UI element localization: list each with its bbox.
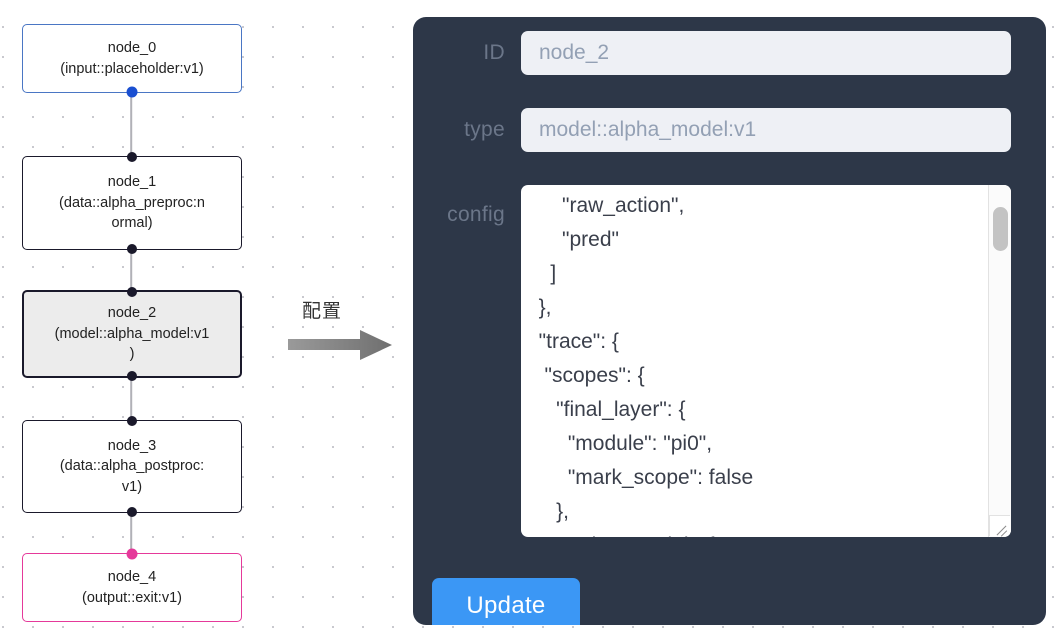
graph-node-label: node_3 (data::alpha_postproc: v1) bbox=[59, 437, 205, 495]
graph-node-node_0[interactable]: node_0 (input::placeholder:v1) bbox=[22, 24, 242, 98]
type-field-row: type model::alpha_model:v1 bbox=[413, 108, 1011, 152]
graph-node-node_1[interactable]: node_1 (data::alpha_preproc:n ormal) bbox=[22, 152, 242, 254]
graph-node-label: node_0 (input::placeholder:v1) bbox=[60, 39, 204, 77]
graph-node-label: node_2 (model::alpha_model:v1 ) bbox=[54, 305, 210, 363]
textarea-resize-handle-icon[interactable] bbox=[989, 515, 1010, 536]
node-config-panel: ID node_2 type model::alpha_model:v1 con… bbox=[413, 17, 1046, 625]
node-handle-target-icon[interactable] bbox=[127, 152, 137, 162]
graph-node-label: node_1 (data::alpha_preproc:n ormal) bbox=[59, 174, 205, 232]
node-handle-target-icon[interactable] bbox=[127, 416, 137, 426]
right-arrow-icon bbox=[288, 330, 392, 360]
config-textarea-wrapper: "raw_action", "pred" ] }, "trace": { "sc… bbox=[521, 185, 1011, 537]
id-field-label: ID bbox=[483, 41, 505, 64]
node-handle-source-icon[interactable] bbox=[126, 86, 138, 98]
graph-node-node_3[interactable]: node_3 (data::alpha_postproc: v1) bbox=[22, 416, 242, 517]
id-field-row: ID node_2 bbox=[413, 31, 1011, 75]
edge-node0-node1 bbox=[130, 93, 132, 156]
node-handle-source-icon[interactable] bbox=[127, 507, 137, 517]
edge-node1-node2 bbox=[130, 250, 132, 290]
config-scrollbar[interactable] bbox=[988, 185, 1011, 537]
id-input[interactable]: node_2 bbox=[521, 31, 1011, 75]
edge-node3-node4 bbox=[130, 513, 132, 553]
node-handle-target-icon[interactable] bbox=[126, 548, 138, 560]
edge-node2-node3 bbox=[130, 378, 132, 420]
config-field-row: config "raw_action", "pred" ] }, "trace"… bbox=[413, 185, 1011, 537]
config-scrollbar-thumb[interactable] bbox=[993, 207, 1008, 251]
config-textarea[interactable]: "raw_action", "pred" ] }, "trace": { "sc… bbox=[538, 194, 754, 537]
config-field-label: config bbox=[447, 203, 505, 226]
graph-node-node_4[interactable]: node_4 (output::exit:v1) bbox=[22, 548, 242, 622]
type-field-label: type bbox=[464, 118, 505, 141]
graph-node-node_2[interactable]: node_2 (model::alpha_model:v1 ) bbox=[22, 287, 242, 381]
update-button[interactable]: Update bbox=[432, 578, 580, 625]
graph-node-label: node_4 (output::exit:v1) bbox=[82, 568, 182, 606]
node-handle-target-icon[interactable] bbox=[127, 287, 137, 297]
node-handle-source-icon[interactable] bbox=[127, 244, 137, 254]
node-handle-source-icon[interactable] bbox=[127, 371, 137, 381]
transition-arrow-group: 配置 bbox=[288, 296, 398, 366]
arrow-label: 配置 bbox=[302, 300, 343, 322]
type-input[interactable]: model::alpha_model:v1 bbox=[521, 108, 1011, 152]
